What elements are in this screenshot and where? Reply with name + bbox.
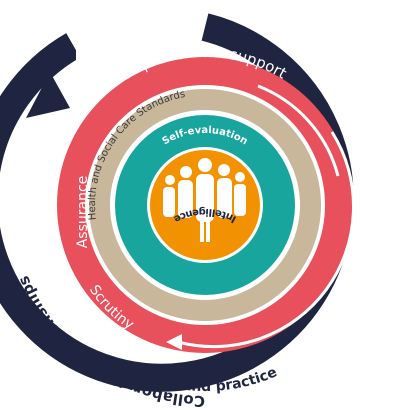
scrutiny-arrow-line (177, 131, 356, 349)
label-assurance: Assurance (75, 176, 91, 249)
improvement-arrow-line (257, 84, 340, 177)
people-group-icon (163, 158, 246, 242)
scrutiny-arrow-icon (166, 334, 182, 350)
outer-arrow-icon (26, 72, 70, 118)
outer-ring-gap (76, 40, 90, 80)
